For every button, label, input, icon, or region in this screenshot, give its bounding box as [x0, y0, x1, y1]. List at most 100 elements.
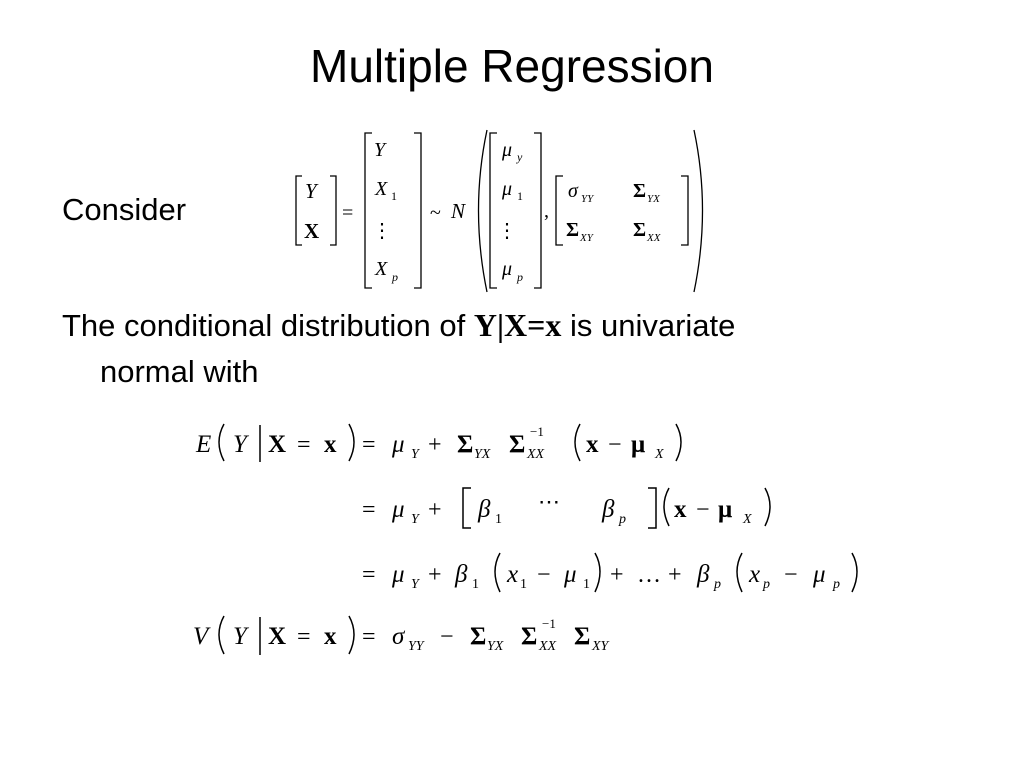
svg-text:x: x	[748, 561, 760, 588]
svg-text:=: =	[297, 624, 311, 650]
svg-text:YY: YY	[408, 639, 426, 654]
svg-text:XX: XX	[526, 447, 545, 462]
svg-text:μ: μ	[631, 431, 645, 458]
svg-text:YX: YX	[647, 193, 661, 205]
svg-text:+: +	[428, 432, 442, 458]
svg-text:1: 1	[520, 577, 527, 592]
svg-text:Σ: Σ	[566, 219, 579, 241]
svg-text:p: p	[516, 270, 523, 284]
svg-text:Y: Y	[374, 139, 387, 161]
svg-text:−: −	[440, 624, 454, 650]
svg-text:~: ~	[430, 202, 441, 224]
svg-text:p: p	[618, 512, 626, 527]
svg-text:YX: YX	[487, 639, 504, 654]
svg-text:β: β	[601, 496, 615, 523]
svg-text:μ: μ	[391, 496, 405, 523]
svg-text:Σ: Σ	[633, 219, 646, 241]
svg-text:β: β	[477, 496, 491, 523]
svg-text:XY: XY	[579, 232, 595, 244]
svg-text:p: p	[391, 270, 398, 284]
svg-text:y: y	[516, 150, 523, 164]
svg-text:+: +	[428, 562, 442, 588]
svg-text:X: X	[374, 178, 388, 200]
svg-text:=: =	[362, 432, 376, 458]
paragraph-condition: Y|X=x	[473, 307, 562, 343]
svg-text:x: x	[674, 496, 687, 523]
svg-text:Σ: Σ	[633, 180, 646, 202]
svg-text:p: p	[713, 577, 721, 592]
svg-text:V: V	[193, 623, 211, 650]
svg-text:1: 1	[391, 189, 397, 203]
svg-text:X: X	[742, 512, 752, 527]
svg-text:X: X	[304, 219, 319, 243]
svg-text:−: −	[608, 432, 622, 458]
svg-text:N: N	[450, 199, 466, 223]
svg-text:σ: σ	[568, 180, 579, 202]
svg-text:X: X	[654, 447, 664, 462]
svg-text:Y: Y	[233, 623, 250, 650]
svg-text:−: −	[784, 562, 798, 588]
svg-text:x: x	[324, 623, 337, 650]
svg-text:μ: μ	[391, 561, 405, 588]
svg-text:⋯: ⋯	[538, 489, 560, 514]
svg-text:E: E	[195, 431, 211, 458]
svg-text:β: β	[454, 561, 468, 588]
svg-text:Y: Y	[233, 431, 250, 458]
svg-text:β: β	[696, 561, 710, 588]
svg-text:+: +	[668, 562, 682, 588]
svg-text:−1: −1	[530, 424, 544, 439]
svg-text:=: =	[362, 624, 376, 650]
svg-text:+: +	[610, 562, 624, 588]
conditional-distribution-paragraph: The conditional distribution of Y|X=x is…	[62, 302, 942, 395]
svg-text:Σ: Σ	[457, 431, 473, 458]
svg-text:x: x	[506, 561, 518, 588]
svg-text:μ: μ	[501, 258, 512, 280]
svg-text:μ: μ	[563, 561, 577, 588]
svg-text:YY: YY	[581, 193, 595, 205]
svg-text:−: −	[696, 497, 710, 523]
svg-text:σ: σ	[392, 623, 406, 650]
paragraph-text-before: The conditional distribution of	[62, 308, 474, 343]
svg-text:=: =	[342, 202, 353, 224]
svg-text:Y: Y	[411, 577, 421, 592]
svg-text:Y: Y	[411, 447, 421, 462]
svg-text:1: 1	[583, 577, 590, 592]
svg-text:…: …	[637, 562, 661, 588]
svg-text:1: 1	[517, 189, 523, 203]
paragraph-text-after: is univariate	[561, 308, 736, 343]
consider-label: Consider	[62, 192, 187, 227]
svg-text:1: 1	[472, 577, 479, 592]
svg-text:=: =	[362, 562, 376, 588]
svg-text:Y: Y	[411, 512, 421, 527]
svg-text:+: +	[428, 497, 442, 523]
svg-text:Σ: Σ	[521, 623, 537, 650]
svg-text:XX: XX	[538, 639, 557, 654]
svg-text:X: X	[268, 623, 286, 650]
svg-text:=: =	[362, 497, 376, 523]
svg-text:x: x	[324, 431, 337, 458]
slide-title: Multiple Regression	[310, 40, 714, 92]
svg-text:x: x	[586, 431, 599, 458]
svg-text:Σ: Σ	[509, 431, 525, 458]
svg-text:μ: μ	[718, 496, 732, 523]
svg-text:XX: XX	[646, 232, 662, 244]
svg-text:=: =	[297, 432, 311, 458]
svg-text:p: p	[832, 577, 840, 592]
svg-text:XY: XY	[591, 639, 611, 654]
svg-text:−: −	[537, 562, 551, 588]
svg-text:Σ: Σ	[470, 623, 486, 650]
svg-text:X: X	[374, 258, 388, 280]
svg-text:YX: YX	[474, 447, 491, 462]
svg-text:p: p	[762, 577, 770, 592]
svg-text:μ: μ	[812, 561, 826, 588]
svg-text:1: 1	[495, 512, 502, 527]
svg-text:μ: μ	[501, 178, 512, 200]
svg-text:X: X	[268, 431, 286, 458]
paragraph-text-line2: normal with	[100, 354, 259, 389]
svg-text:Σ: Σ	[574, 623, 590, 650]
svg-text:⋮: ⋮	[372, 220, 392, 242]
svg-text:⋮: ⋮	[497, 220, 517, 242]
